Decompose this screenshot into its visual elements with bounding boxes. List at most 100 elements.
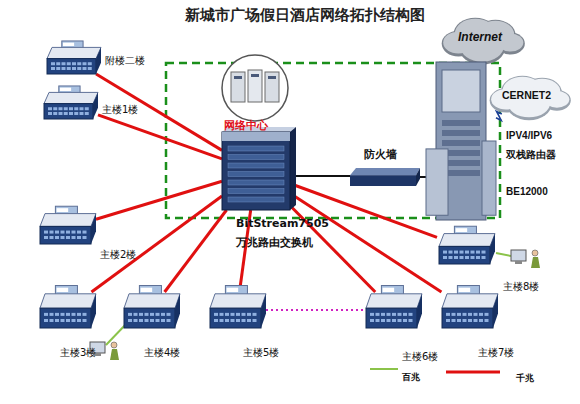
switch-top xyxy=(44,92,98,103)
gigabit-link xyxy=(165,210,227,292)
switch-port xyxy=(454,251,458,254)
switch-port xyxy=(485,319,489,322)
person-body xyxy=(110,349,119,360)
switch-port xyxy=(134,313,138,316)
switch-port xyxy=(88,67,92,70)
switch-port xyxy=(83,236,87,239)
server-tower xyxy=(265,72,279,102)
switch-port xyxy=(61,236,65,239)
legend-line-sample xyxy=(446,371,500,374)
server-detail xyxy=(251,74,259,77)
switch-port xyxy=(220,313,224,316)
switch-port xyxy=(253,313,257,316)
switch-port xyxy=(128,313,132,316)
switch-port xyxy=(452,319,456,322)
switch-port xyxy=(161,319,165,322)
switch-port xyxy=(77,67,81,70)
switch-port xyxy=(463,313,467,316)
switch-port xyxy=(134,319,138,322)
switch-front xyxy=(442,308,493,328)
server-tower xyxy=(248,70,262,102)
switch-port xyxy=(242,319,246,322)
switch-port xyxy=(59,112,63,115)
node-label: 主楼1楼 xyxy=(102,103,138,117)
diagram-title: 新城市广场假日酒店网络拓扑结构图 xyxy=(90,6,520,25)
switch-port xyxy=(482,251,486,254)
person-head xyxy=(111,342,117,348)
cloud-shadow xyxy=(458,29,505,65)
node-label: CERNET2 xyxy=(502,89,551,101)
uplink-line xyxy=(420,176,426,178)
switch-port xyxy=(66,231,70,234)
switch-port xyxy=(474,313,478,316)
switch-port xyxy=(476,256,480,259)
chassis-side xyxy=(290,127,296,210)
uplink-line xyxy=(290,175,350,177)
switch-port xyxy=(83,319,87,322)
wan-lightning-link xyxy=(496,111,502,120)
switch-port xyxy=(77,231,81,234)
switch-port xyxy=(403,313,407,316)
switch-port xyxy=(77,236,81,239)
switch-port xyxy=(452,313,456,316)
switch-top xyxy=(40,294,96,308)
switch-port xyxy=(409,313,413,316)
switch-port xyxy=(471,256,475,259)
switch-port xyxy=(220,319,224,322)
chassis-front xyxy=(222,132,290,210)
switch-port xyxy=(66,236,70,239)
switch-port xyxy=(80,112,84,115)
chassis-bar xyxy=(222,132,290,141)
node-shape xyxy=(426,62,496,220)
switch-top xyxy=(366,294,422,308)
switch-port xyxy=(150,313,154,316)
switch-port xyxy=(214,319,218,322)
switch-port xyxy=(53,107,57,110)
switch-top xyxy=(124,294,180,308)
switch-port xyxy=(50,231,54,234)
switch-port xyxy=(457,319,461,322)
switch-top xyxy=(439,234,495,247)
switch-module-cap xyxy=(141,288,153,292)
switch-front xyxy=(47,59,96,74)
switch-port xyxy=(139,313,143,316)
switch-port xyxy=(51,62,55,65)
switch-port xyxy=(167,313,171,316)
firewall-side xyxy=(416,168,420,186)
node-label: Internet xyxy=(458,30,502,44)
switch-port xyxy=(247,319,251,322)
switch-port xyxy=(370,319,374,322)
switch-port xyxy=(61,313,65,316)
switch-front xyxy=(210,308,261,328)
floor-switch: 主楼7楼 xyxy=(440,292,498,328)
switch-module-cap xyxy=(383,288,395,292)
router-slot xyxy=(442,120,480,126)
legend-text: 百兆 xyxy=(402,371,420,384)
server-circle xyxy=(222,55,288,121)
switch-port xyxy=(457,313,461,316)
node-shape xyxy=(440,292,498,328)
floor-switch: 主楼1楼 xyxy=(42,91,98,119)
router-rack-node: IPV4/IPV6 双栈路由器BE12000 xyxy=(426,62,496,220)
node-label: 网络中心 xyxy=(224,118,268,133)
switch-port xyxy=(443,251,447,254)
switch-port xyxy=(74,112,78,115)
switch-port xyxy=(83,67,87,70)
switch-top xyxy=(40,214,96,227)
switch-port xyxy=(167,319,171,322)
server-detail xyxy=(234,76,242,79)
switch-port xyxy=(55,313,59,316)
switch-module-cap xyxy=(459,288,471,292)
switch-port xyxy=(48,107,52,110)
legend-text: 千兆 xyxy=(516,372,534,385)
switch-side xyxy=(91,294,96,328)
switch-port xyxy=(446,319,450,322)
floor-switch: 主楼6楼 xyxy=(364,292,422,328)
server-detail xyxy=(268,76,276,79)
switch-port xyxy=(55,231,59,234)
switch-port xyxy=(44,231,48,234)
switch-port xyxy=(85,112,89,115)
switch-port xyxy=(156,319,160,322)
switch-port xyxy=(381,319,385,322)
